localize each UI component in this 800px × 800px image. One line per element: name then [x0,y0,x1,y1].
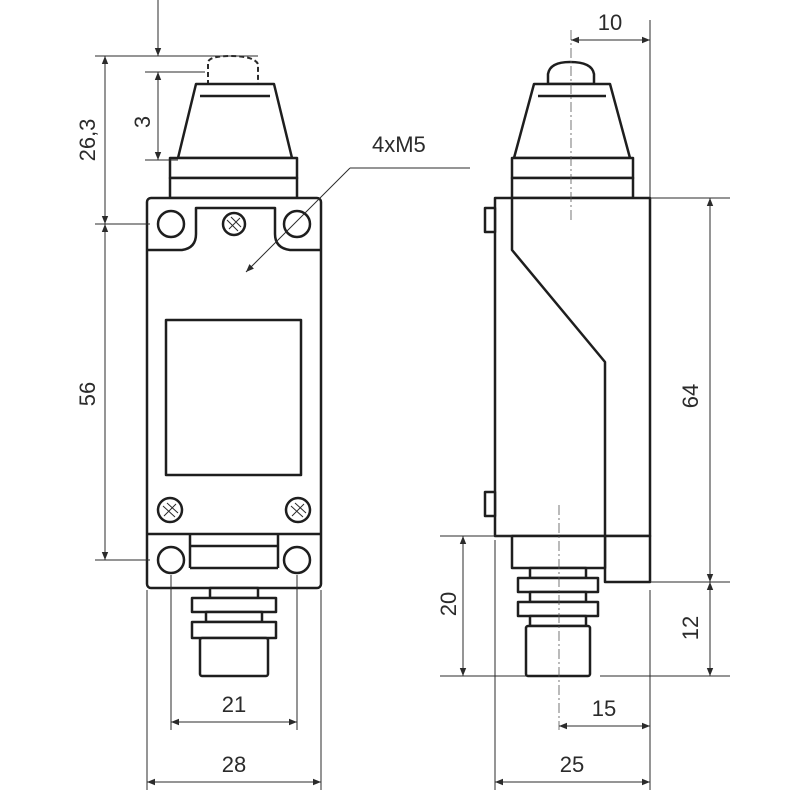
dim-label-3: 3 [130,116,155,128]
dimension-lines [95,0,730,790]
front-view [145,54,323,678]
mount-hole-bottom-right [282,545,312,575]
dim-label-56: 56 [75,382,100,406]
dim-label-thread: 4xM5 [372,132,426,157]
dim-label-28: 28 [222,752,246,777]
side-collar [510,176,635,200]
dim-label-20: 20 [436,592,461,616]
plunger-extended-outline [207,54,259,85]
side-view [483,30,652,730]
front-stack-1 [208,586,260,600]
screw-bottom-right [284,496,312,524]
dim-label-12: 12 [678,616,703,640]
screw-bottom-left [156,496,184,524]
mount-hole-top-left [156,209,186,239]
screw-top [221,211,247,237]
side-stack-1 [528,566,588,580]
side-body [493,196,652,538]
dimension-labels: 26,3 3 4xM5 56 21 28 10 64 20 12 15 25 [75,10,703,777]
front-bottom-plunger [198,636,270,678]
mount-hole-top-right [282,209,312,239]
dim-label-15: 15 [592,696,616,721]
mount-hole-bottom-left [156,545,186,575]
dim-label-26-3: 26,3 [75,119,100,162]
side-lower-box [603,534,652,584]
front-collar [168,156,299,180]
dim-label-25: 25 [560,752,584,777]
dim-label-64: 64 [678,384,703,408]
front-window [164,318,303,477]
side-bottom-plunger [524,624,592,678]
dim-label-10: 10 [598,10,622,35]
dim-label-21: 21 [222,692,246,717]
